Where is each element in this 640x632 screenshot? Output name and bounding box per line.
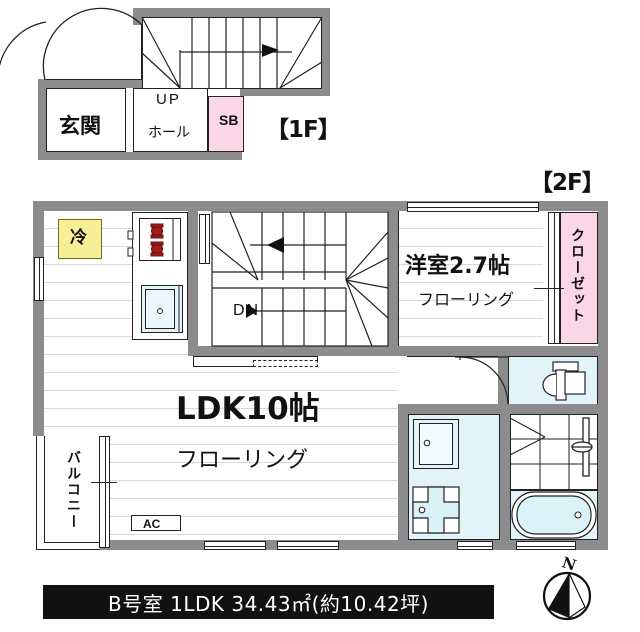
stair-up-label: UP [156, 91, 181, 108]
caption-text: B号室 1LDK 34.43㎡(約10.42坪) [108, 591, 429, 616]
stair-dn-arrow-head [267, 237, 284, 253]
wall-1f-right [321, 8, 330, 96]
wall-1f-far-left [38, 79, 46, 160]
wall-stair-right [388, 211, 398, 356]
balcony-sliding-door [99, 436, 110, 548]
caption-bar: B号室 1LDK 34.43㎡(約10.42坪) [43, 585, 494, 619]
stair-window [199, 214, 210, 264]
bedroom-window-top [407, 202, 539, 212]
wall-bath-left [500, 404, 510, 550]
wall-washroom-top [398, 404, 598, 414]
washroom-window-bottom [457, 541, 493, 550]
balcony-inner-line-b [44, 542, 100, 543]
wall-2f-bottom [99, 540, 608, 550]
floor-tag-1f: 【1F】 [266, 117, 341, 143]
room-shoe-box [208, 96, 244, 152]
wall-stair-left [188, 211, 198, 356]
room-genkan [46, 88, 126, 152]
wall-2f-left-upper [33, 201, 44, 436]
stair-dn-arrow-tail [246, 304, 258, 318]
room-bedroom-sub: フローリング [418, 290, 515, 309]
floor-tag-2f: 【2F】 [530, 170, 605, 196]
wall-1f-mid-right [240, 88, 330, 96]
room-closet [560, 212, 598, 344]
wall-1f-entry-top [45, 79, 142, 88]
room-hall-label: ホール [148, 125, 190, 141]
compass: N [536, 553, 604, 624]
wall-washroom-left [398, 404, 408, 550]
bath-window-bottom [516, 541, 576, 550]
stair-dn-label: DN [233, 302, 261, 319]
bedroom-wall-left-line [398, 211, 399, 356]
wall-2f-right [598, 201, 608, 550]
ldk-window-bottom-b [277, 541, 339, 550]
stair-1f-well [142, 17, 322, 89]
room-hall [133, 88, 208, 152]
fridge-label: 冷 [70, 228, 87, 248]
balcony-inner-line [44, 436, 45, 542]
room-balcony-label: バルコニー [65, 450, 81, 530]
stair-up-arrow [262, 44, 279, 57]
room-closet-label: クローゼット [569, 228, 585, 324]
fridge-marker [58, 219, 102, 259]
room-balcony [36, 436, 100, 550]
aircon-marker [131, 515, 181, 531]
balcony-door-handle-mark [91, 482, 117, 483]
wall-bedroom-bottom [398, 346, 598, 356]
closet-door-line [554, 212, 555, 344]
wall-1f-bottom [38, 152, 242, 160]
wall-2f-top [33, 201, 608, 211]
room-genkan-label: 玄関 [59, 114, 101, 138]
aircon-label: AC [143, 517, 161, 531]
compass-rose-icon [542, 571, 592, 621]
wall-1f-top [133, 8, 330, 17]
ldk-sliding-door-b [253, 360, 318, 367]
closet-handle-mark [534, 288, 564, 289]
room-bedroom-label: 洋室2.7帖 [405, 254, 510, 279]
ldk-window-left [34, 257, 44, 301]
room-ldk-sub: フローリング [176, 448, 309, 473]
wall-stair-bottom [188, 346, 398, 356]
ldk-window-bottom-a [204, 541, 266, 550]
room-ldk-label: LDK10帖 [176, 391, 320, 427]
